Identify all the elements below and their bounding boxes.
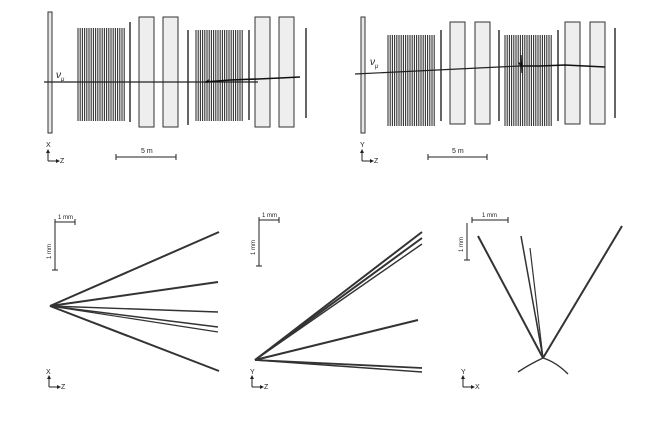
- svg-text:X: X: [46, 142, 51, 149]
- svg-text:5 m: 5 m: [452, 148, 464, 155]
- particle-tracks: [477, 225, 623, 375]
- spectrometer-magnet: [278, 16, 295, 128]
- svg-text:1 mm: 1 mm: [251, 240, 257, 255]
- svg-text:X: X: [46, 369, 51, 376]
- target-tracker-module: [504, 35, 552, 126]
- spectrometer-magnet: [564, 21, 581, 125]
- svg-text:1 mm: 1 mm: [262, 213, 277, 219]
- scale-bar: 5 m: [115, 148, 177, 160]
- detector-view-yz: νμ Y Z 5 m: [354, 16, 616, 165]
- particle-tracks: [49, 231, 220, 372]
- vertex-view-yx: 1 mm 1 mm Y X: [459, 213, 623, 391]
- vertex-view-xz: 1 mm 1 mm X Z: [46, 215, 220, 391]
- spectrometer-magnet: [589, 21, 606, 125]
- axis-indicator: X Z: [46, 142, 65, 165]
- target-tracker-module: [77, 28, 125, 121]
- particle-tracks: [254, 231, 423, 373]
- beam-line: [354, 65, 521, 75]
- beam-label: νμ: [56, 70, 65, 83]
- spectrometer-magnet: [162, 16, 179, 128]
- axis-indicator: X Z: [46, 369, 66, 391]
- target-tracker-module: [387, 35, 435, 126]
- svg-text:1 mm: 1 mm: [459, 237, 465, 252]
- detector-view-xz: νμ X Z 5 m: [44, 11, 307, 165]
- vertex-view-yz: 1 mm 1 mm Y Z: [250, 213, 423, 391]
- svg-text:Y: Y: [461, 369, 466, 376]
- svg-text:1 mm: 1 mm: [47, 244, 53, 259]
- veto-plane: [47, 11, 53, 134]
- axis-indicator: Y X: [461, 369, 480, 391]
- spectrometer-magnet: [138, 16, 155, 128]
- svg-text:Y: Y: [360, 142, 365, 149]
- svg-text:Z: Z: [60, 158, 65, 165]
- axis-indicator: Y Z: [360, 142, 379, 165]
- spectrometer-magnet: [474, 21, 491, 125]
- scale-bars: 1 mm 1 mm: [459, 213, 509, 261]
- muon-track: [520, 64, 606, 68]
- svg-text:1 mm: 1 mm: [482, 213, 497, 219]
- svg-text:5 m: 5 m: [141, 148, 153, 155]
- svg-text:Z: Z: [264, 384, 269, 391]
- target-tracker-module: [195, 30, 243, 121]
- beam-label: νμ: [370, 57, 379, 70]
- spectrometer-magnet: [449, 21, 466, 125]
- svg-text:X: X: [475, 384, 480, 391]
- scale-bar: 5 m: [427, 148, 488, 160]
- veto-plane: [360, 16, 366, 134]
- axis-indicator: Y Z: [250, 369, 269, 391]
- scale-bars: 1 mm 1 mm: [251, 213, 280, 267]
- spectrometer-magnet: [254, 16, 271, 128]
- svg-text:Z: Z: [374, 158, 379, 165]
- svg-text:1 mm: 1 mm: [58, 215, 73, 221]
- muon-track: [204, 76, 301, 83]
- svg-text:Y: Y: [250, 369, 255, 376]
- scale-bars: 1 mm 1 mm: [47, 215, 76, 271]
- svg-text:Z: Z: [61, 384, 66, 391]
